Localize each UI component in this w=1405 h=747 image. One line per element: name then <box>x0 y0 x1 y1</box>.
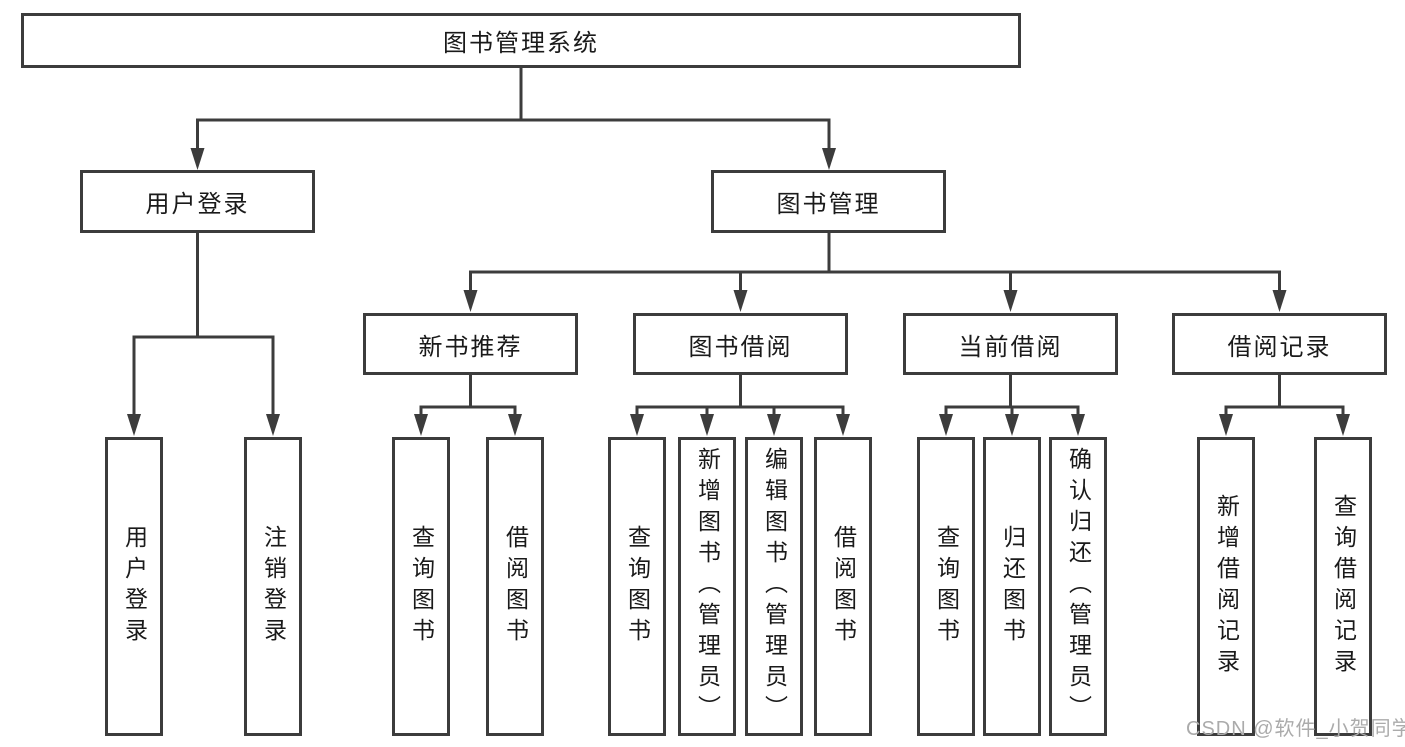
arrowhead-icon <box>1005 414 1019 436</box>
leaf-label: 编辑图书（管理员） <box>761 447 788 726</box>
node-leaf-edit-books-admin: 编辑图书（管理员） <box>745 437 803 736</box>
leaf-label: 查询图书 <box>624 524 651 649</box>
arrowhead-icon <box>1272 290 1287 312</box>
node-new-book-recommendation: 新书推荐 <box>363 313 578 375</box>
arrowhead-icon <box>414 414 428 436</box>
node-borrowing-records: 借阅记录 <box>1172 313 1387 375</box>
arrowhead-icon <box>1071 414 1085 436</box>
leaf-label: 新增借阅记录 <box>1213 493 1240 680</box>
node-book-management: 图书管理 <box>711 170 946 233</box>
node-book-borrowing: 图书借阅 <box>633 313 848 375</box>
node-label: 新书推荐 <box>418 333 523 361</box>
node-leaf-user-login: 用户登录 <box>105 437 163 736</box>
node-root-system: 图书管理系统 <box>21 13 1021 68</box>
arrowhead-icon <box>266 414 280 436</box>
node-leaf-confirm-return-admin: 确认归还（管理员） <box>1049 437 1107 736</box>
leaf-label: 用户登录 <box>121 524 148 649</box>
root-label: 图书管理系统 <box>443 30 599 57</box>
arrowhead-icon <box>630 414 644 436</box>
node-leaf-add-borrow-record: 新增借阅记录 <box>1197 437 1255 736</box>
leaf-label: 查询借阅记录 <box>1330 493 1357 680</box>
node-leaf-query-borrow-record: 查询借阅记录 <box>1314 437 1372 736</box>
node-label: 图书借阅 <box>688 333 793 361</box>
arrowhead-icon <box>700 414 714 436</box>
node-current-borrowing: 当前借阅 <box>903 313 1118 375</box>
arrowhead-icon <box>190 148 205 170</box>
node-leaf-borrow-books-recommend: 借阅图书 <box>486 437 544 736</box>
node-label: 图书管理 <box>776 191 881 218</box>
leaf-label: 查询图书 <box>408 524 435 649</box>
csdn-watermark: CSDN @软件_小贺同学 <box>1186 718 1405 740</box>
leaf-label: 确认归还（管理员） <box>1065 447 1092 726</box>
node-leaf-query-books-current: 查询图书 <box>917 437 975 736</box>
node-leaf-return-books: 归还图书 <box>983 437 1041 736</box>
node-label: 用户登录 <box>145 191 250 218</box>
node-leaf-logout: 注销登录 <box>244 437 302 736</box>
arrowhead-icon <box>508 414 522 436</box>
node-label: 当前借阅 <box>958 333 1063 361</box>
node-leaf-borrow-books: 借阅图书 <box>814 437 872 736</box>
arrowhead-icon <box>1219 414 1233 436</box>
arrowhead-icon <box>127 414 141 436</box>
arrowhead-icon <box>463 290 478 312</box>
leaf-label: 查询图书 <box>933 524 960 649</box>
arrowheads <box>127 148 1350 436</box>
arrowhead-icon <box>767 414 781 436</box>
connector-lines <box>132 65 1345 419</box>
node-leaf-query-books-recommend: 查询图书 <box>392 437 450 736</box>
node-user-login: 用户登录 <box>80 170 315 233</box>
leaf-label: 新增图书（管理员） <box>694 447 721 726</box>
arrowhead-icon <box>836 414 850 436</box>
arrowhead-icon <box>1003 290 1018 312</box>
node-leaf-add-books-admin: 新增图书（管理员） <box>678 437 736 736</box>
arrowhead-icon <box>733 290 748 312</box>
leaf-label: 借阅图书 <box>502 524 529 649</box>
arrowhead-icon <box>822 148 836 170</box>
arrowhead-icon <box>939 414 953 436</box>
arrowhead-icon <box>1336 414 1350 436</box>
leaf-label: 借阅图书 <box>830 524 857 649</box>
leaf-label: 注销登录 <box>260 524 287 649</box>
node-leaf-query-books-borrowing: 查询图书 <box>608 437 666 736</box>
leaf-label: 归还图书 <box>999 524 1026 649</box>
node-label: 借阅记录 <box>1227 333 1332 361</box>
